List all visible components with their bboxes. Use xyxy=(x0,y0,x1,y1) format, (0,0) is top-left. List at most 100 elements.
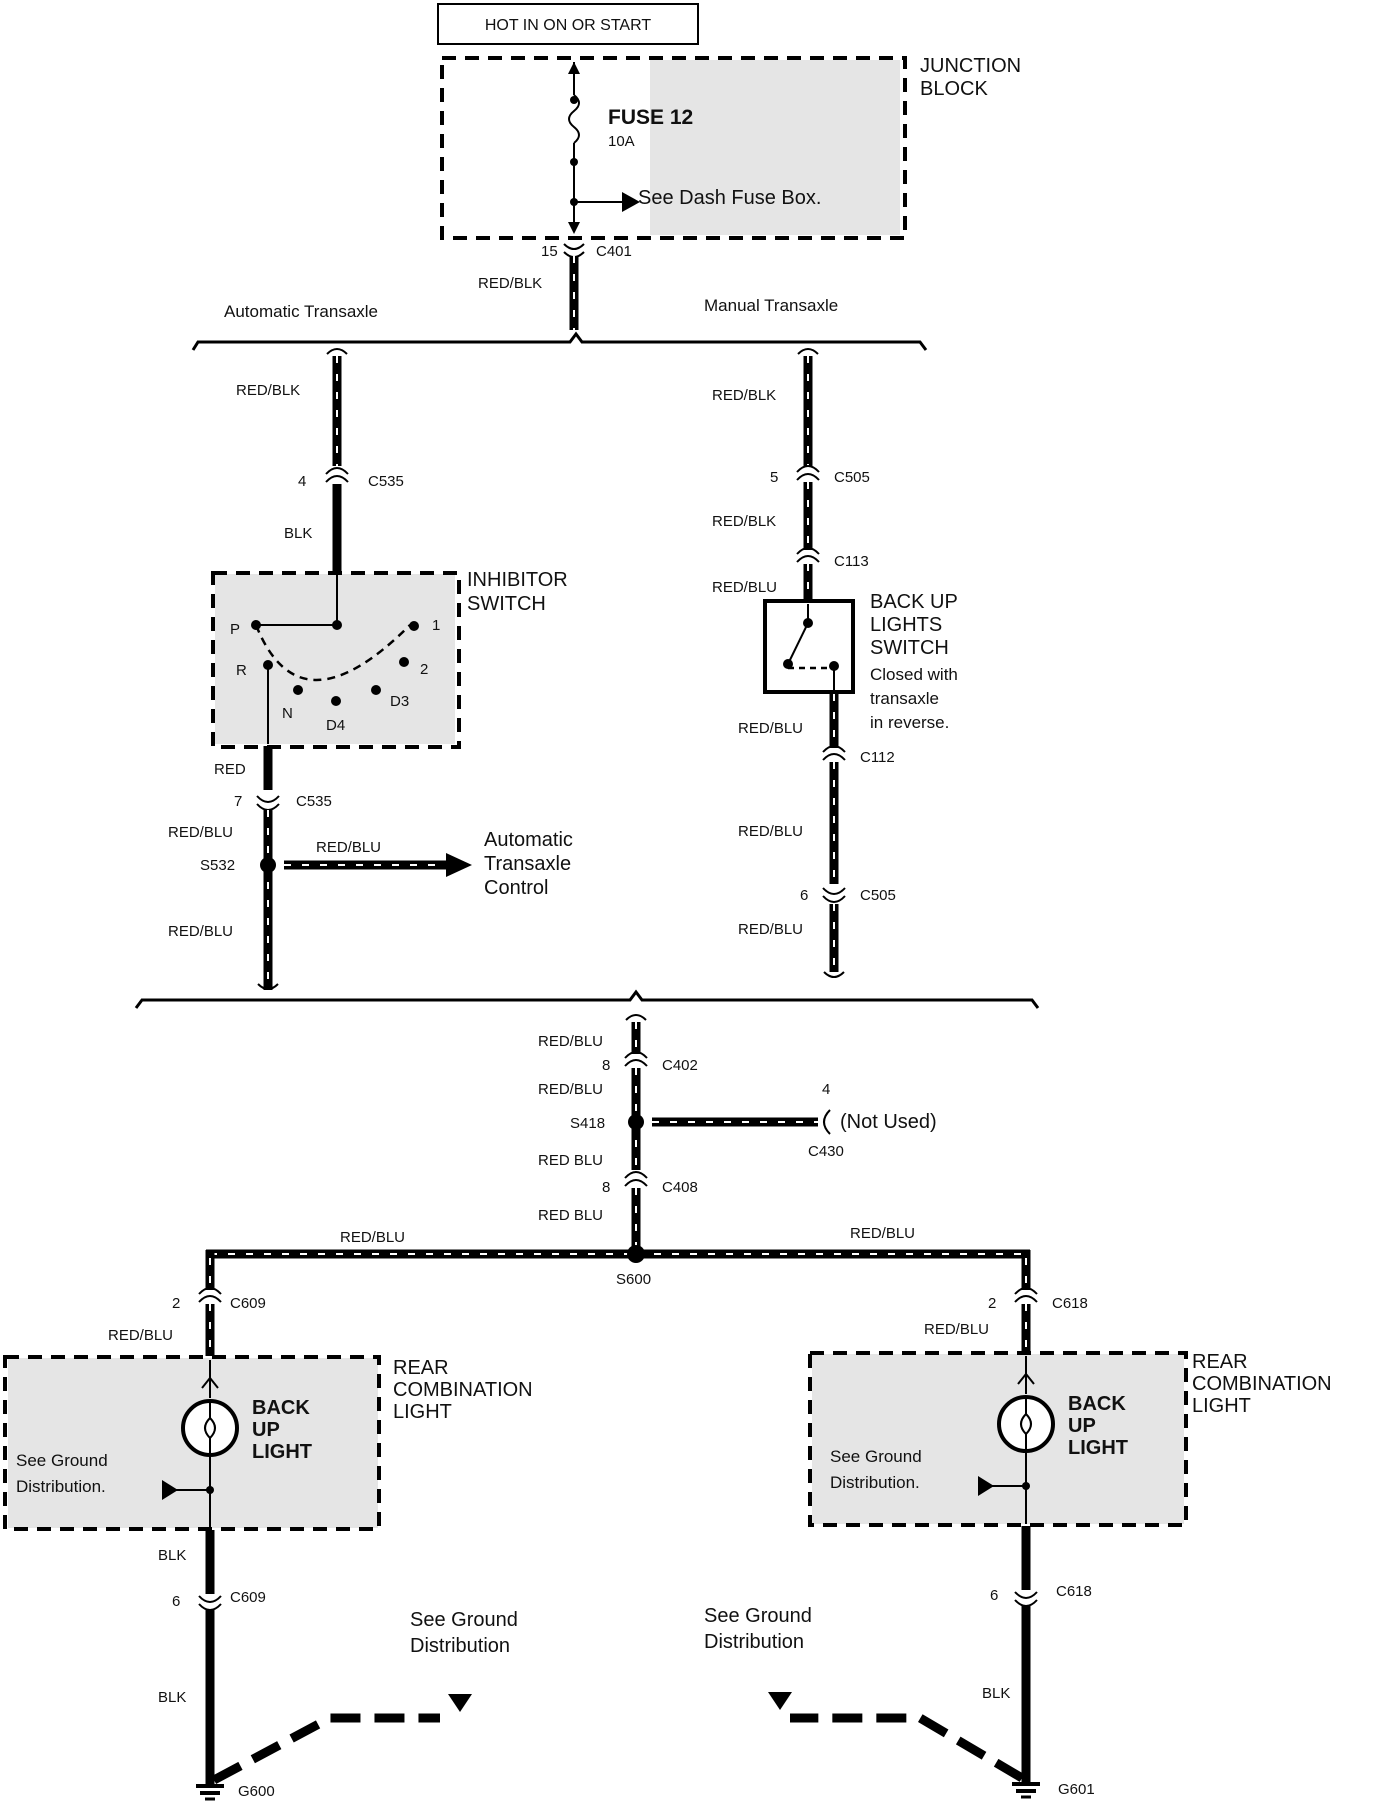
man-c505-bottom-icon xyxy=(822,887,846,895)
man-c505-bottom-pin: 6 xyxy=(800,887,808,904)
man-c505-bottom-name: C505 xyxy=(860,887,896,904)
man-wire-red-blu-label-1: RED/BLU xyxy=(712,579,777,596)
auto-c535-top-icon-2 xyxy=(325,475,349,483)
left-bulb-label-1: BACK xyxy=(252,1397,310,1419)
c408-icon xyxy=(624,1171,648,1179)
c402-name: C402 xyxy=(662,1057,698,1074)
left-light-ground-note-2: Distribution. xyxy=(16,1477,106,1496)
auto-wire-red-label: RED xyxy=(214,761,246,778)
c609-top-pin: 2 xyxy=(172,1295,180,1312)
atc-note-2: Transaxle xyxy=(484,853,571,875)
branch-automatic-label: Automatic Transaxle xyxy=(224,302,378,321)
right-rear-light-shading xyxy=(812,1354,1184,1524)
man-wire-red-blu-label-2: RED/BLU xyxy=(738,720,803,737)
fuse-node-top xyxy=(570,96,578,104)
inhibitor-arc xyxy=(254,624,411,682)
junction-block-title-1: JUNCTION xyxy=(920,55,1021,77)
right-ground-note-1: See Ground xyxy=(704,1605,812,1627)
inhibitor-contact-2 xyxy=(399,657,409,667)
inhibitor-pos-n: N xyxy=(282,705,293,722)
c402-icon xyxy=(624,1051,648,1059)
auto-top-connector-icon xyxy=(326,348,348,355)
c609-bottom-icon-2 xyxy=(198,1603,222,1611)
man-c113-name: C113 xyxy=(834,553,869,570)
c609-bottom-name: C609 xyxy=(230,1589,266,1606)
auto-wire-red-blu-label-2: RED/BLU xyxy=(168,923,233,940)
backup-switch-note-2: transaxle xyxy=(870,689,939,708)
backup-switch-pivot xyxy=(783,659,793,669)
man-c505-top-name: C505 xyxy=(834,469,870,486)
left-wire-blk-label-2: BLK xyxy=(158,1689,186,1706)
left-rear-light-box xyxy=(3,1355,381,1531)
junction-block-shading xyxy=(650,60,900,235)
power-label-box xyxy=(437,3,699,45)
left-bulb-lead-arrow-icon xyxy=(201,1376,219,1389)
fuse-feed-arrow-icon xyxy=(568,62,580,74)
inhibitor-pos-2: 2 xyxy=(420,661,428,678)
inhibitor-pos-1: 1 xyxy=(432,617,440,634)
c618-top-name: C618 xyxy=(1052,1295,1088,1312)
c609-bottom-pin: 6 xyxy=(172,1593,180,1610)
inhibitor-contact-1 xyxy=(409,621,419,631)
left-bulb-filament xyxy=(204,1401,216,1455)
right-ground-dist-arrow-icon xyxy=(768,1692,792,1710)
branch-manual-label: Manual Transaxle xyxy=(704,296,838,315)
backup-switch-blade xyxy=(787,622,809,665)
backup-switch-title-1: BACK UP xyxy=(870,591,958,613)
left-drop-wire-label: RED/BLU xyxy=(108,1327,173,1344)
dash-fuse-arrow-icon xyxy=(622,192,640,212)
c609-bottom-icon xyxy=(198,1595,222,1603)
s600-left-wire-label: RED/BLU xyxy=(340,1229,405,1246)
c401-pin: 15 xyxy=(541,243,558,260)
left-ground-note-2: Distribution xyxy=(410,1635,510,1657)
splice-s418-label: S418 xyxy=(570,1115,605,1132)
man-c505-bottom-icon-2 xyxy=(822,895,846,903)
dash-fuse-note: See Dash Fuse Box. xyxy=(638,187,821,209)
splice-s600-label: S600 xyxy=(616,1271,651,1288)
right-rear-light-title-3: LIGHT xyxy=(1192,1395,1251,1417)
c618-bottom-name: C618 xyxy=(1056,1583,1092,1600)
splice-s532-label: S532 xyxy=(200,857,235,874)
man-bottom-connector-icon xyxy=(823,971,845,978)
auto-c535-bottom-icon-2 xyxy=(256,803,280,811)
trunk-wire-label-3: RED BLU xyxy=(538,1152,603,1169)
right-bulb-label-2: UP xyxy=(1068,1415,1096,1437)
trunk-wire-label-2: RED/BLU xyxy=(538,1081,603,1098)
auto-c535-bottom-name: C535 xyxy=(296,793,332,810)
power-label: HOT IN ON OR START xyxy=(485,17,651,34)
c430-note: (Not Used) xyxy=(840,1111,937,1133)
right-bulb-label-1: BACK xyxy=(1068,1393,1126,1415)
right-light-ground-note-1: See Ground xyxy=(830,1447,922,1466)
fuse-name: FUSE 12 xyxy=(608,106,693,129)
fuse-node-bottom xyxy=(570,158,578,166)
inhibitor-pos-r: R xyxy=(236,662,247,679)
fuse-12-icon xyxy=(568,94,580,144)
inhibitor-pos-d4: D4 xyxy=(326,717,345,734)
c408-pin: 8 xyxy=(602,1179,610,1196)
c609-top-icon xyxy=(198,1287,222,1295)
right-rear-light-box xyxy=(808,1351,1188,1527)
splice-s418 xyxy=(628,1114,644,1130)
man-c112-icon-2 xyxy=(822,753,846,761)
right-bulb-lead-arrow-icon xyxy=(1017,1372,1035,1385)
left-wire-blk-label-1: BLK xyxy=(158,1547,186,1564)
auto-wire-blk-label: BLK xyxy=(284,525,312,542)
left-rear-light-title-1: REAR xyxy=(393,1357,449,1379)
c609-top-name: C609 xyxy=(230,1295,266,1312)
splice-s600 xyxy=(627,1245,645,1263)
c618-bottom-icon-2 xyxy=(1014,1599,1038,1607)
atc-note-3: Control xyxy=(484,877,548,899)
c401-wire-color: RED/BLK xyxy=(478,275,542,292)
auto-bottom-connector-icon xyxy=(257,983,279,990)
right-ground-dashed-run xyxy=(790,1713,1025,1782)
left-bulb-label-3: LIGHT xyxy=(252,1441,312,1463)
junction-block-box xyxy=(440,56,907,240)
backup-switch-title-3: SWITCH xyxy=(870,637,949,659)
man-c505-top-icon-2 xyxy=(796,473,820,481)
c402-pin: 8 xyxy=(602,1057,610,1074)
backup-switch-box xyxy=(763,599,855,694)
s600-right-wire-label: RED/BLU xyxy=(850,1225,915,1242)
man-wire-red-blu-label-4: RED/BLU xyxy=(738,921,803,938)
inhibitor-switch-shading xyxy=(215,574,455,744)
